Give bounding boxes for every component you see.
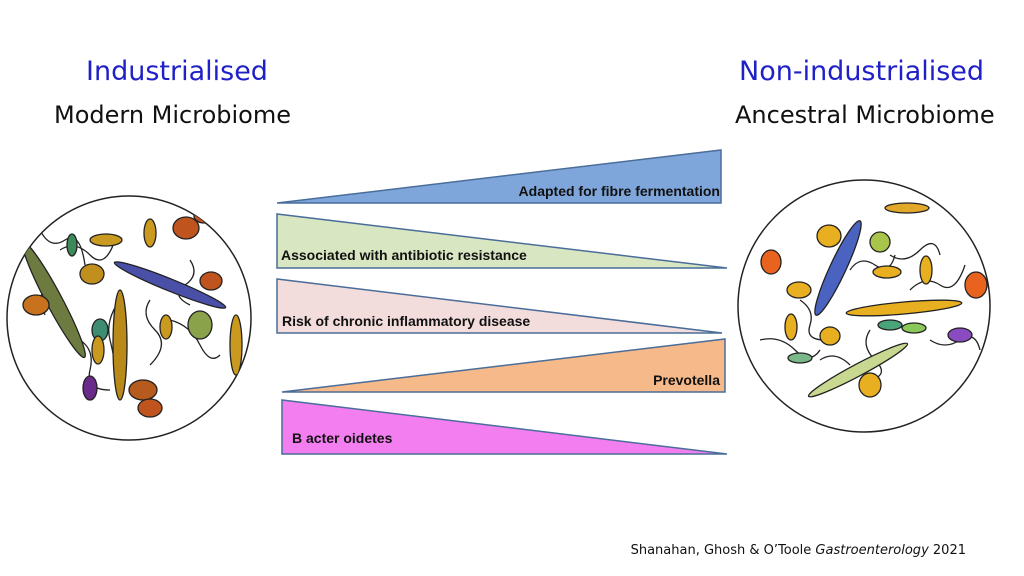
citation-year: 2021 xyxy=(932,543,966,558)
wedge-fibre-fermentation: Adapted for fibre fermentation xyxy=(276,149,722,204)
wedge-label: B acter oidetes xyxy=(292,430,393,446)
modern-microbiome-illustration xyxy=(6,195,252,441)
wedge-chronic-inflammatory-disease: Risk of chronic inflammatory disease xyxy=(276,278,723,334)
citation-authors: Shanahan, Ghosh & O’Toole xyxy=(630,543,812,558)
wedge-prevotella: Prevotella xyxy=(281,338,726,393)
wedge-antibiotic-resistance: Associated with antibiotic resistance xyxy=(276,213,728,269)
wedge-label: Adapted for fibre fermentation xyxy=(519,183,720,199)
citation-journal: Gastroenterology xyxy=(815,543,929,558)
left-subheading: Modern Microbiome xyxy=(54,101,291,129)
wedge-label: Risk of chronic inflammatory disease xyxy=(282,313,530,329)
left-heading: Industrialised xyxy=(86,56,268,87)
wedge-bacteroidetes: B acter oidetes xyxy=(281,399,728,455)
citation: Shanahan, Ghosh & O’Toole Gastroenterolo… xyxy=(631,543,966,558)
right-heading: Non-industrialised xyxy=(739,56,985,87)
right-subheading: Ancestral Microbiome xyxy=(735,101,995,129)
wedge-label: Associated with antibiotic resistance xyxy=(281,247,527,263)
wedge-label: Prevotella xyxy=(653,372,720,388)
ancestral-microbiome-illustration xyxy=(737,179,991,433)
